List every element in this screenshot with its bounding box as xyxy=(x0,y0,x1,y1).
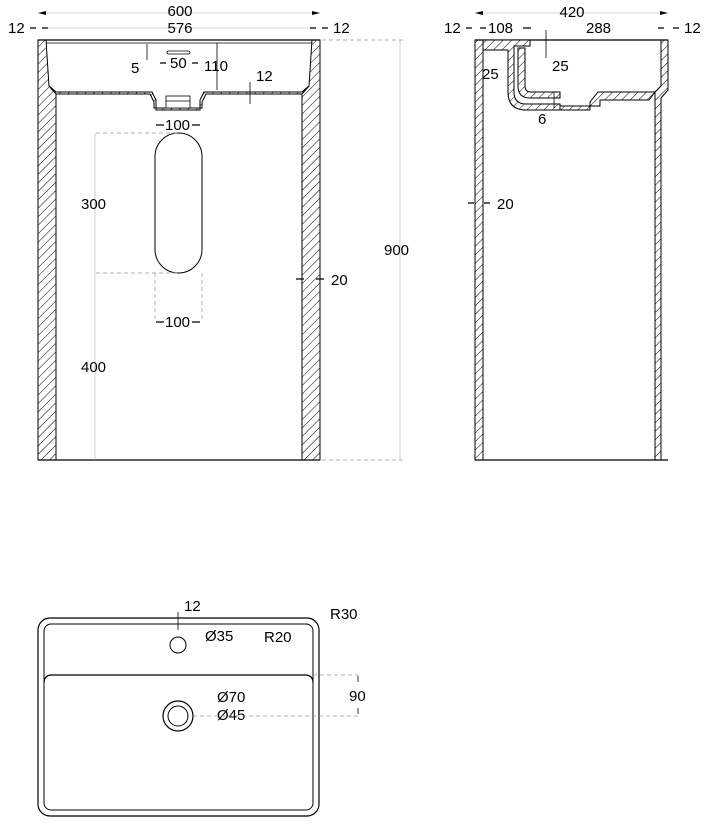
dim-tap-hole: Ø35 xyxy=(205,628,233,645)
top-view: 12 Ø35 R30 R20 Ø70 Ø45 90 xyxy=(37,598,366,817)
dim-side-left-wall: 12 xyxy=(444,20,461,37)
side-view: 420 12 108 288 12 25 25 6 20 xyxy=(444,4,701,461)
tap-hole xyxy=(169,636,187,654)
side-basin-body xyxy=(482,39,656,111)
dim-overflow-width: 50 xyxy=(170,55,187,72)
dim-side-offset-b: 25 xyxy=(552,58,569,75)
dim-overflow-depth: 5 xyxy=(131,60,139,77)
dim-inner-radius: R20 xyxy=(264,629,292,646)
side-rear-wall xyxy=(474,39,484,461)
dim-side-front: 108 xyxy=(488,20,513,37)
dim-right-wall: 12 xyxy=(333,20,350,37)
drain-inner xyxy=(167,705,189,727)
dim-top-margin: 12 xyxy=(184,598,201,615)
front-right-wall xyxy=(301,39,321,461)
dim-side-offset-a: 25 xyxy=(482,66,499,83)
dim-side-wall: 20 xyxy=(497,196,514,213)
dim-bottom-thickness: 12 xyxy=(256,68,273,85)
side-front-wall xyxy=(654,39,669,461)
overflow-slot xyxy=(166,50,191,55)
dim-left-wall: 12 xyxy=(8,20,25,37)
dim-600: 600 xyxy=(167,3,192,20)
side-overflow-channel xyxy=(517,47,561,99)
dim-576: 576 xyxy=(167,20,192,37)
dim-outer-radius: R30 xyxy=(330,606,358,623)
dim-side-right-wall: 12 xyxy=(684,20,701,37)
dim-side-gap: 6 xyxy=(538,111,546,128)
dim-lower-height: 400 xyxy=(81,359,106,376)
front-left-wall xyxy=(37,39,57,461)
dim-drain-outer: Ø70 xyxy=(217,689,245,706)
dim-total-height: 900 xyxy=(384,242,409,259)
front-drain xyxy=(165,95,191,109)
dim-opening-height: 300 xyxy=(81,196,106,213)
dim-drain-inner: Ø45 xyxy=(217,707,245,724)
dim-drain-width: 100 xyxy=(165,117,190,134)
front-view: 600 576 12 12 5 50 110 12 100 xyxy=(8,3,409,461)
top-basin-edge xyxy=(43,674,314,684)
front-basin-bottom xyxy=(48,85,310,111)
dim-420: 420 xyxy=(559,4,584,21)
dim-opening-width: 100 xyxy=(165,314,190,331)
front-opening xyxy=(154,132,203,274)
dim-side-wall: 20 xyxy=(331,272,348,289)
dim-drain-offset: 90 xyxy=(349,688,366,705)
dim-side-rear: 288 xyxy=(586,20,611,37)
dim-basin-depth: 110 xyxy=(204,58,228,75)
